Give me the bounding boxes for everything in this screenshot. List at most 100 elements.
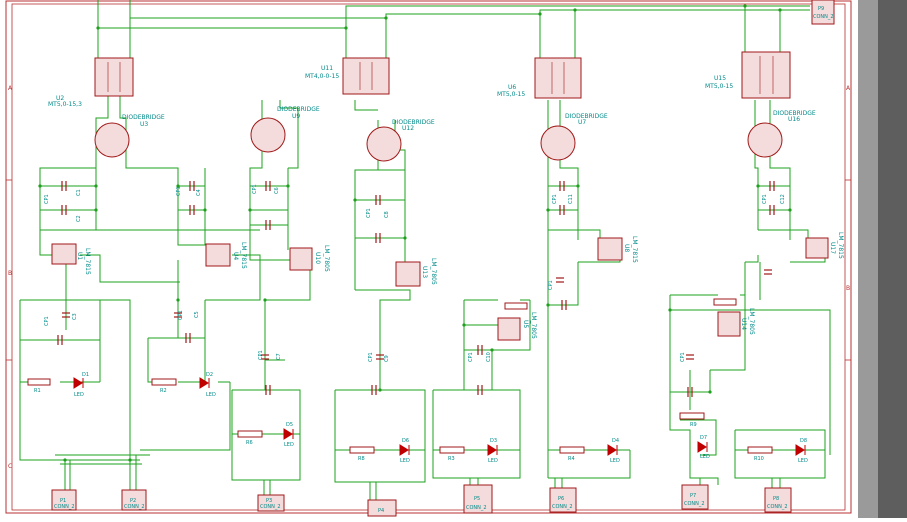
- regulator-u10[interactable]: [289, 247, 313, 271]
- resistor-r7[interactable]: [713, 298, 737, 306]
- led-d2-ref: D2: [206, 372, 213, 378]
- capacitor-c27[interactable]: [764, 269, 772, 275]
- regulator-u17[interactable]: [805, 237, 829, 259]
- connector-p2[interactable]: [121, 489, 147, 511]
- connector-p4[interactable]: [367, 499, 397, 517]
- capacitor-c2[interactable]: [61, 205, 67, 215]
- bridge-u16[interactable]: [747, 122, 783, 158]
- capacitor-c19[interactable]: [559, 181, 565, 191]
- regulator-u4[interactable]: [205, 243, 231, 267]
- wire-net: [19, 0, 831, 500]
- connector-p7-ref: P7: [690, 493, 696, 499]
- regulator-u10-value: LM_7805: [323, 245, 330, 272]
- row-label-b-left: B: [8, 270, 12, 277]
- regulator-u5[interactable]: [497, 317, 521, 341]
- connector-p8-ref: P8: [773, 496, 779, 502]
- connector-p9-value: CONN_2: [813, 14, 834, 20]
- resistor-r3[interactable]: [439, 446, 465, 454]
- capacitors: [57, 181, 775, 397]
- capacitor-c10[interactable]: [265, 220, 271, 230]
- transformer-u2[interactable]: [94, 57, 134, 97]
- regulator-u8[interactable]: [597, 237, 623, 261]
- regulator-u1[interactable]: [51, 243, 77, 265]
- connector-p2-value: CONN_2: [124, 504, 145, 510]
- capacitor-c20[interactable]: [559, 205, 565, 215]
- capacitor-c12[interactable]: [265, 385, 271, 395]
- capacitor-c13[interactable]: [375, 195, 381, 205]
- cap-label-c8: C8: [384, 211, 390, 218]
- regulator-u13[interactable]: [395, 261, 421, 287]
- led-d4-ref: D4: [612, 438, 619, 444]
- connector-p8[interactable]: [764, 487, 792, 513]
- resistor-r4[interactable]: [559, 446, 585, 454]
- led-d4[interactable]: [607, 444, 618, 456]
- resistor-r8[interactable]: [349, 446, 375, 454]
- cap-label-c5: C5: [194, 311, 200, 318]
- capacitor-c25[interactable]: [769, 181, 775, 191]
- led-d3[interactable]: [487, 444, 498, 456]
- led-d8-ref: D8: [800, 438, 807, 444]
- connector-p9-ref: P9: [818, 6, 824, 12]
- resistor-r2[interactable]: [151, 378, 177, 386]
- capacitor-c16[interactable]: [371, 385, 377, 395]
- connectors: [51, 0, 835, 517]
- led-d1[interactable]: [73, 377, 84, 389]
- regulator-u13-value: LM_7805: [430, 258, 437, 285]
- bridge-u12[interactable]: [366, 126, 402, 162]
- capacitor-c22[interactable]: [561, 300, 567, 310]
- resistor-r1[interactable]: [27, 378, 51, 386]
- capacitor-c5[interactable]: [189, 181, 195, 191]
- connector-p5[interactable]: [463, 484, 493, 514]
- bridge-u12-ref: U12: [402, 125, 414, 132]
- capacitor-c15[interactable]: [376, 354, 384, 360]
- transformer-u15[interactable]: [741, 51, 791, 99]
- connector-p1-value: CONN_2: [54, 504, 75, 510]
- resistor-r5[interactable]: [504, 302, 528, 310]
- connector-p5-ref: P5: [474, 496, 480, 502]
- bridge-u7[interactable]: [540, 125, 576, 161]
- led-d5[interactable]: [283, 428, 294, 440]
- capacitor-c9[interactable]: [265, 181, 271, 191]
- cap-label-cp1-ch4: CP1: [366, 208, 372, 218]
- regulator-u14[interactable]: [717, 311, 741, 337]
- capacitor-c7[interactable]: [174, 312, 182, 318]
- capacitor-c11[interactable]: [261, 354, 269, 360]
- capacitor-c26[interactable]: [769, 205, 775, 215]
- resistor-r9[interactable]: [679, 412, 705, 420]
- regulator-u13-ref: U13: [421, 266, 428, 278]
- led-d7[interactable]: [697, 441, 708, 453]
- connector-p7[interactable]: [681, 484, 709, 510]
- resistor-r10[interactable]: [747, 446, 773, 454]
- connector-p9[interactable]: [811, 0, 835, 25]
- resistor-r3-ref: R3: [448, 456, 455, 462]
- capacitor-c3[interactable]: [62, 312, 70, 318]
- capacitor-c17[interactable]: [477, 345, 483, 355]
- capacitor-c1[interactable]: [61, 181, 67, 191]
- capacitor-c23[interactable]: [686, 354, 694, 360]
- connector-p6-ref: P6: [558, 496, 564, 502]
- transformer-u11[interactable]: [342, 57, 390, 95]
- connector-p1[interactable]: [51, 489, 77, 511]
- led-d6[interactable]: [399, 444, 410, 456]
- transformer-u2-value: MT5,0-15,3: [48, 101, 82, 108]
- capacitor-c14[interactable]: [375, 233, 381, 243]
- resistor-r6[interactable]: [237, 430, 263, 438]
- cap-label-c3: C3: [72, 313, 78, 320]
- junction-dots: [38, 4, 792, 462]
- connector-p6[interactable]: [549, 487, 577, 513]
- capacitor-c21[interactable]: [556, 277, 564, 283]
- led-d1-value: LED: [74, 392, 84, 398]
- bridge-u3[interactable]: [94, 122, 130, 158]
- cap-label-c2: C2: [76, 215, 82, 222]
- transformer-u6[interactable]: [534, 57, 582, 99]
- capacitor-c8[interactable]: [185, 333, 191, 343]
- led-d8[interactable]: [795, 444, 806, 456]
- bridge-u9[interactable]: [250, 117, 286, 153]
- capacitor-c18[interactable]: [477, 385, 483, 395]
- led-d2[interactable]: [199, 377, 210, 389]
- connector-p3[interactable]: [257, 494, 285, 512]
- capacitor-c4[interactable]: [57, 335, 63, 345]
- capacitor-c24[interactable]: [687, 387, 693, 397]
- transformer-u6-value: MT5,0-15: [497, 91, 525, 98]
- capacitor-c6[interactable]: [189, 205, 195, 215]
